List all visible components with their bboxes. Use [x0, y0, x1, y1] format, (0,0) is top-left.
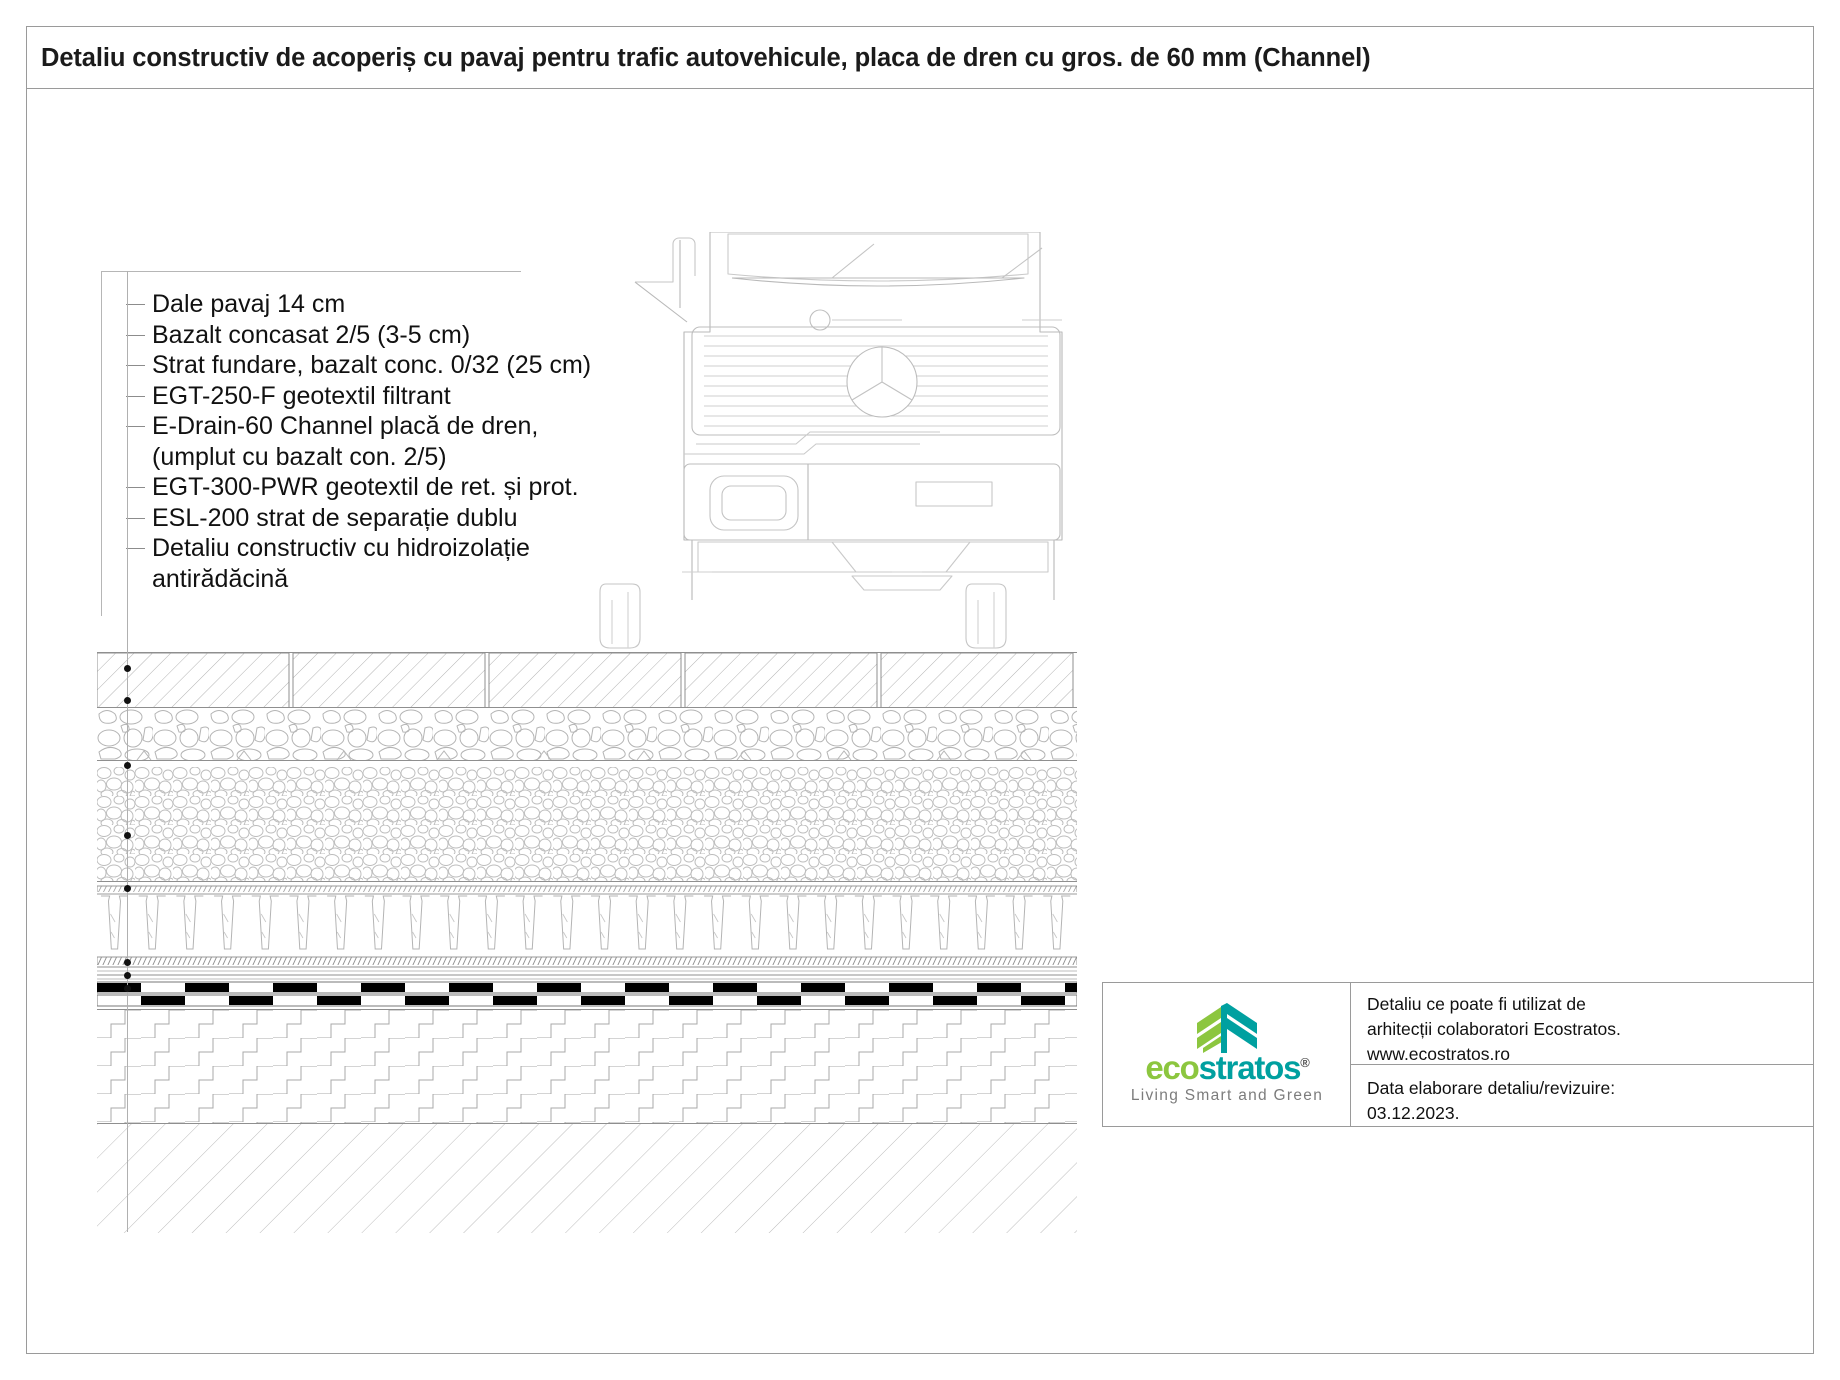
- layer-e-drain-60: 0: [97, 892, 1077, 954]
- list-item: antirădăcină: [152, 564, 289, 593]
- list-item: Detaliu constructiv cu hidroizolație: [126, 533, 686, 564]
- revision-date: Data elaborare detaliu/revizuire: 03.12.…: [1351, 1065, 1813, 1126]
- logo-tagline: Living Smart and Green: [1130, 1087, 1324, 1104]
- logo-wordmark: ecostratos®: [1113, 1049, 1341, 1087]
- reference-point: [124, 665, 131, 672]
- reference-point: [124, 985, 131, 992]
- mercedes-star-icon: [846, 346, 918, 418]
- list-item: EGT-300-PWR geotextil de ret. și prot.: [126, 472, 686, 503]
- legend: Dale pavaj 14 cm Bazalt concasat 2/5 (3-…: [126, 289, 686, 594]
- revision-date-label: Data elaborare detaliu/revizuire:: [1367, 1078, 1616, 1098]
- layer-pavers: [97, 652, 1077, 708]
- usage-note-line: Detaliu ce poate fi utilizat de: [1367, 994, 1586, 1014]
- list-item: (umplut cu bazalt con. 2/5): [152, 442, 447, 471]
- reference-point: [124, 972, 131, 979]
- reference-point: [124, 885, 131, 892]
- page-title: Detaliu constructiv de acoperiș cu pavaj…: [41, 44, 1371, 72]
- layer-egt-300-pwr: [97, 954, 1077, 965]
- roof-build-up-section: 0: [97, 271, 1077, 1233]
- vehicle-front-view: [532, 231, 1072, 667]
- list-item: E-Drain-60 Channel placă de dren,: [126, 411, 686, 442]
- layer-waterproofing-1: [97, 981, 1077, 994]
- list-item: ESL-200 strat de separație dublu: [126, 503, 686, 534]
- leader-line: [127, 1012, 128, 1232]
- logo-word-stratos: stratos: [1198, 1049, 1302, 1086]
- usage-note-line: arhitecții colaboratori Ecostratos.: [1367, 1019, 1621, 1039]
- reference-point: [124, 762, 131, 769]
- list-item: Strat fundare, bazalt conc. 0/32 (25 cm): [126, 350, 686, 381]
- leader-line: [127, 271, 128, 652]
- website-url[interactable]: www.ecostratos.ro: [1367, 1044, 1510, 1064]
- revision-date-value: 03.12.2023.: [1367, 1103, 1460, 1123]
- layer-esl-200: [97, 965, 1077, 981]
- layer-bedding-aggregate: [97, 708, 1077, 761]
- logo-word-eco: eco: [1145, 1049, 1199, 1086]
- layer-base-course: [97, 767, 1077, 882]
- title-block-text: Detaliu ce poate fi utilizat de arhitecț…: [1351, 983, 1813, 1126]
- registered-mark: ®: [1300, 1055, 1310, 1070]
- drawing-frame: Detaliu constructiv de acoperiș cu pavaj…: [26, 26, 1814, 1354]
- reference-point: [124, 832, 131, 839]
- reference-point: [124, 959, 131, 966]
- brand-logo: ecostratos® Living Smart and Green: [1103, 983, 1351, 1126]
- legend-bracket: [101, 271, 521, 616]
- layer-waterproofing-2: [97, 994, 1077, 1007]
- chevron-roof-icon: [1179, 1001, 1275, 1053]
- list-item: Dale pavaj 14 cm: [126, 289, 686, 320]
- usage-note: Detaliu ce poate fi utilizat de arhitecț…: [1351, 983, 1813, 1065]
- list-item: EGT-250-F geotextil filtrant: [126, 381, 686, 412]
- layer-egt-250-f: [97, 882, 1077, 892]
- title-bar: Detaliu constructiv de acoperiș cu pavaj…: [27, 27, 1813, 89]
- layer-substrate: [97, 1123, 1077, 1233]
- reference-point: [124, 697, 131, 704]
- title-block: ecostratos® Living Smart and Green Detal…: [1102, 982, 1814, 1127]
- layer-structural-slab: [97, 1009, 1077, 1123]
- list-item: Bazalt concasat 2/5 (3-5 cm): [126, 320, 686, 351]
